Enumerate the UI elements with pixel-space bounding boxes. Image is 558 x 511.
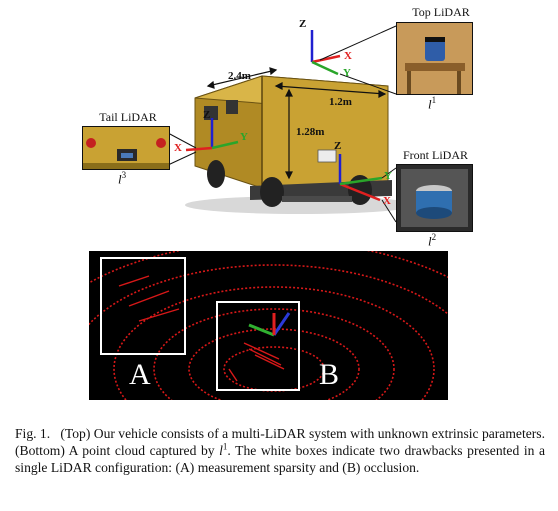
- top-x-label: X: [344, 50, 352, 62]
- box-b-label: B: [319, 358, 340, 391]
- tail-z-label: Z: [203, 109, 211, 121]
- vehicle-figure: Z X Y Z X Y Z X Y 2.4m 1.2m 1.28m Top Li…: [0, 0, 558, 250]
- front-z-label: Z: [334, 140, 342, 152]
- top-z-label: Z: [299, 18, 307, 30]
- tail-y-label: Y: [240, 131, 248, 143]
- front-lidar-caption: l2: [428, 232, 437, 249]
- front-lidar-photo: [397, 165, 472, 231]
- caption-l-sup: 1: [222, 441, 228, 452]
- caption-prefix: Fig. 1.: [15, 426, 51, 441]
- vehicle-illustration: [167, 25, 415, 223]
- point-cloud-panel: A B: [89, 251, 448, 400]
- top-y-label: Y: [343, 67, 351, 79]
- front-x-label: X: [383, 195, 391, 207]
- caption-text-1: (Top) Our vehicle consists of a multi-Li…: [15, 426, 545, 458]
- caption-text-2: . The white boxes indicate two drawbacks…: [15, 443, 545, 475]
- tail-lidar-title: Tail LiDAR: [99, 110, 157, 124]
- sparsity-box: [100, 257, 186, 355]
- tail-x-label: X: [174, 142, 182, 154]
- front-y-label: Y: [384, 170, 392, 182]
- occlusion-box: [216, 301, 300, 391]
- tail-lidar-caption: l3: [118, 170, 127, 187]
- point-cloud-rings: [89, 251, 448, 400]
- length-dimension: 2.4m: [228, 70, 251, 82]
- caption-l-symbol: l: [219, 443, 223, 458]
- height-dimension: 1.28m: [296, 126, 325, 138]
- width-dimension: 1.2m: [329, 96, 352, 108]
- top-lidar-inset: [396, 22, 473, 95]
- front-lidar-title: Front LiDAR: [402, 148, 468, 162]
- tail-lidar-inset: [82, 126, 170, 170]
- front-lidar-inset: [396, 164, 473, 232]
- top-lidar-caption: l1: [428, 95, 437, 112]
- tail-lidar-photo: [83, 127, 169, 169]
- box-a-label: A: [129, 358, 151, 391]
- top-lidar-photo: [397, 23, 472, 94]
- top-lidar-title: Top LiDAR: [412, 5, 470, 19]
- figure-caption: Fig. 1. (Top) Our vehicle consists of a …: [15, 425, 545, 476]
